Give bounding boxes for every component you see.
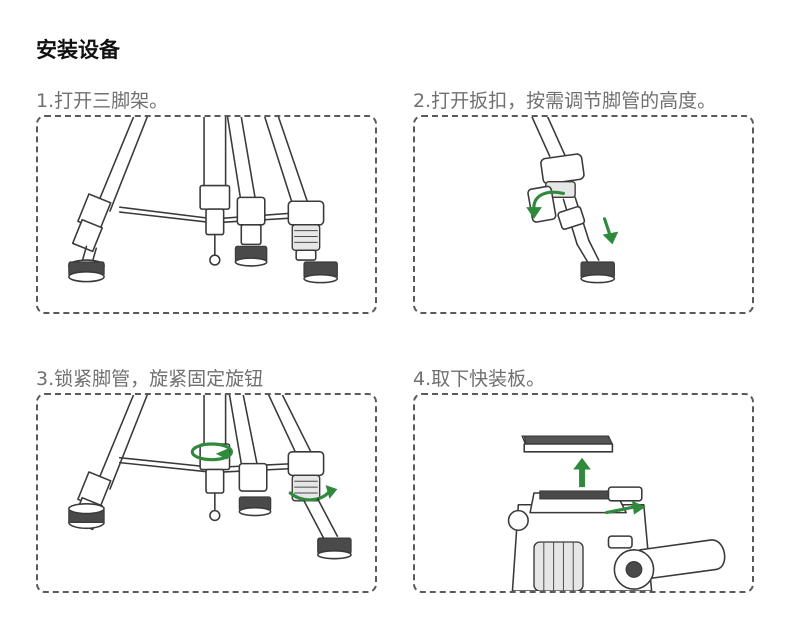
leg-flip-lock-adjust-icon <box>526 117 619 284</box>
quick-release-plate-icon <box>507 435 726 591</box>
tripod-legs-locked-knob-icon <box>68 395 352 560</box>
step-3-label: 3.锁紧脚管，旋紧固定旋钮 <box>36 368 264 390</box>
tripod-legs-open-icon <box>68 117 339 284</box>
step-4-label: 4.取下快装板。 <box>413 368 546 390</box>
step-2-label: 2.打开扳扣，按需调节脚管的高度。 <box>413 90 717 112</box>
step-1-panel <box>36 115 377 314</box>
step-1-label: 1.打开三脚架。 <box>36 90 169 112</box>
step-3-panel <box>36 393 377 593</box>
step-4-panel <box>413 393 754 593</box>
page-title: 安装设备 <box>36 38 120 62</box>
step-2-panel <box>413 115 754 314</box>
